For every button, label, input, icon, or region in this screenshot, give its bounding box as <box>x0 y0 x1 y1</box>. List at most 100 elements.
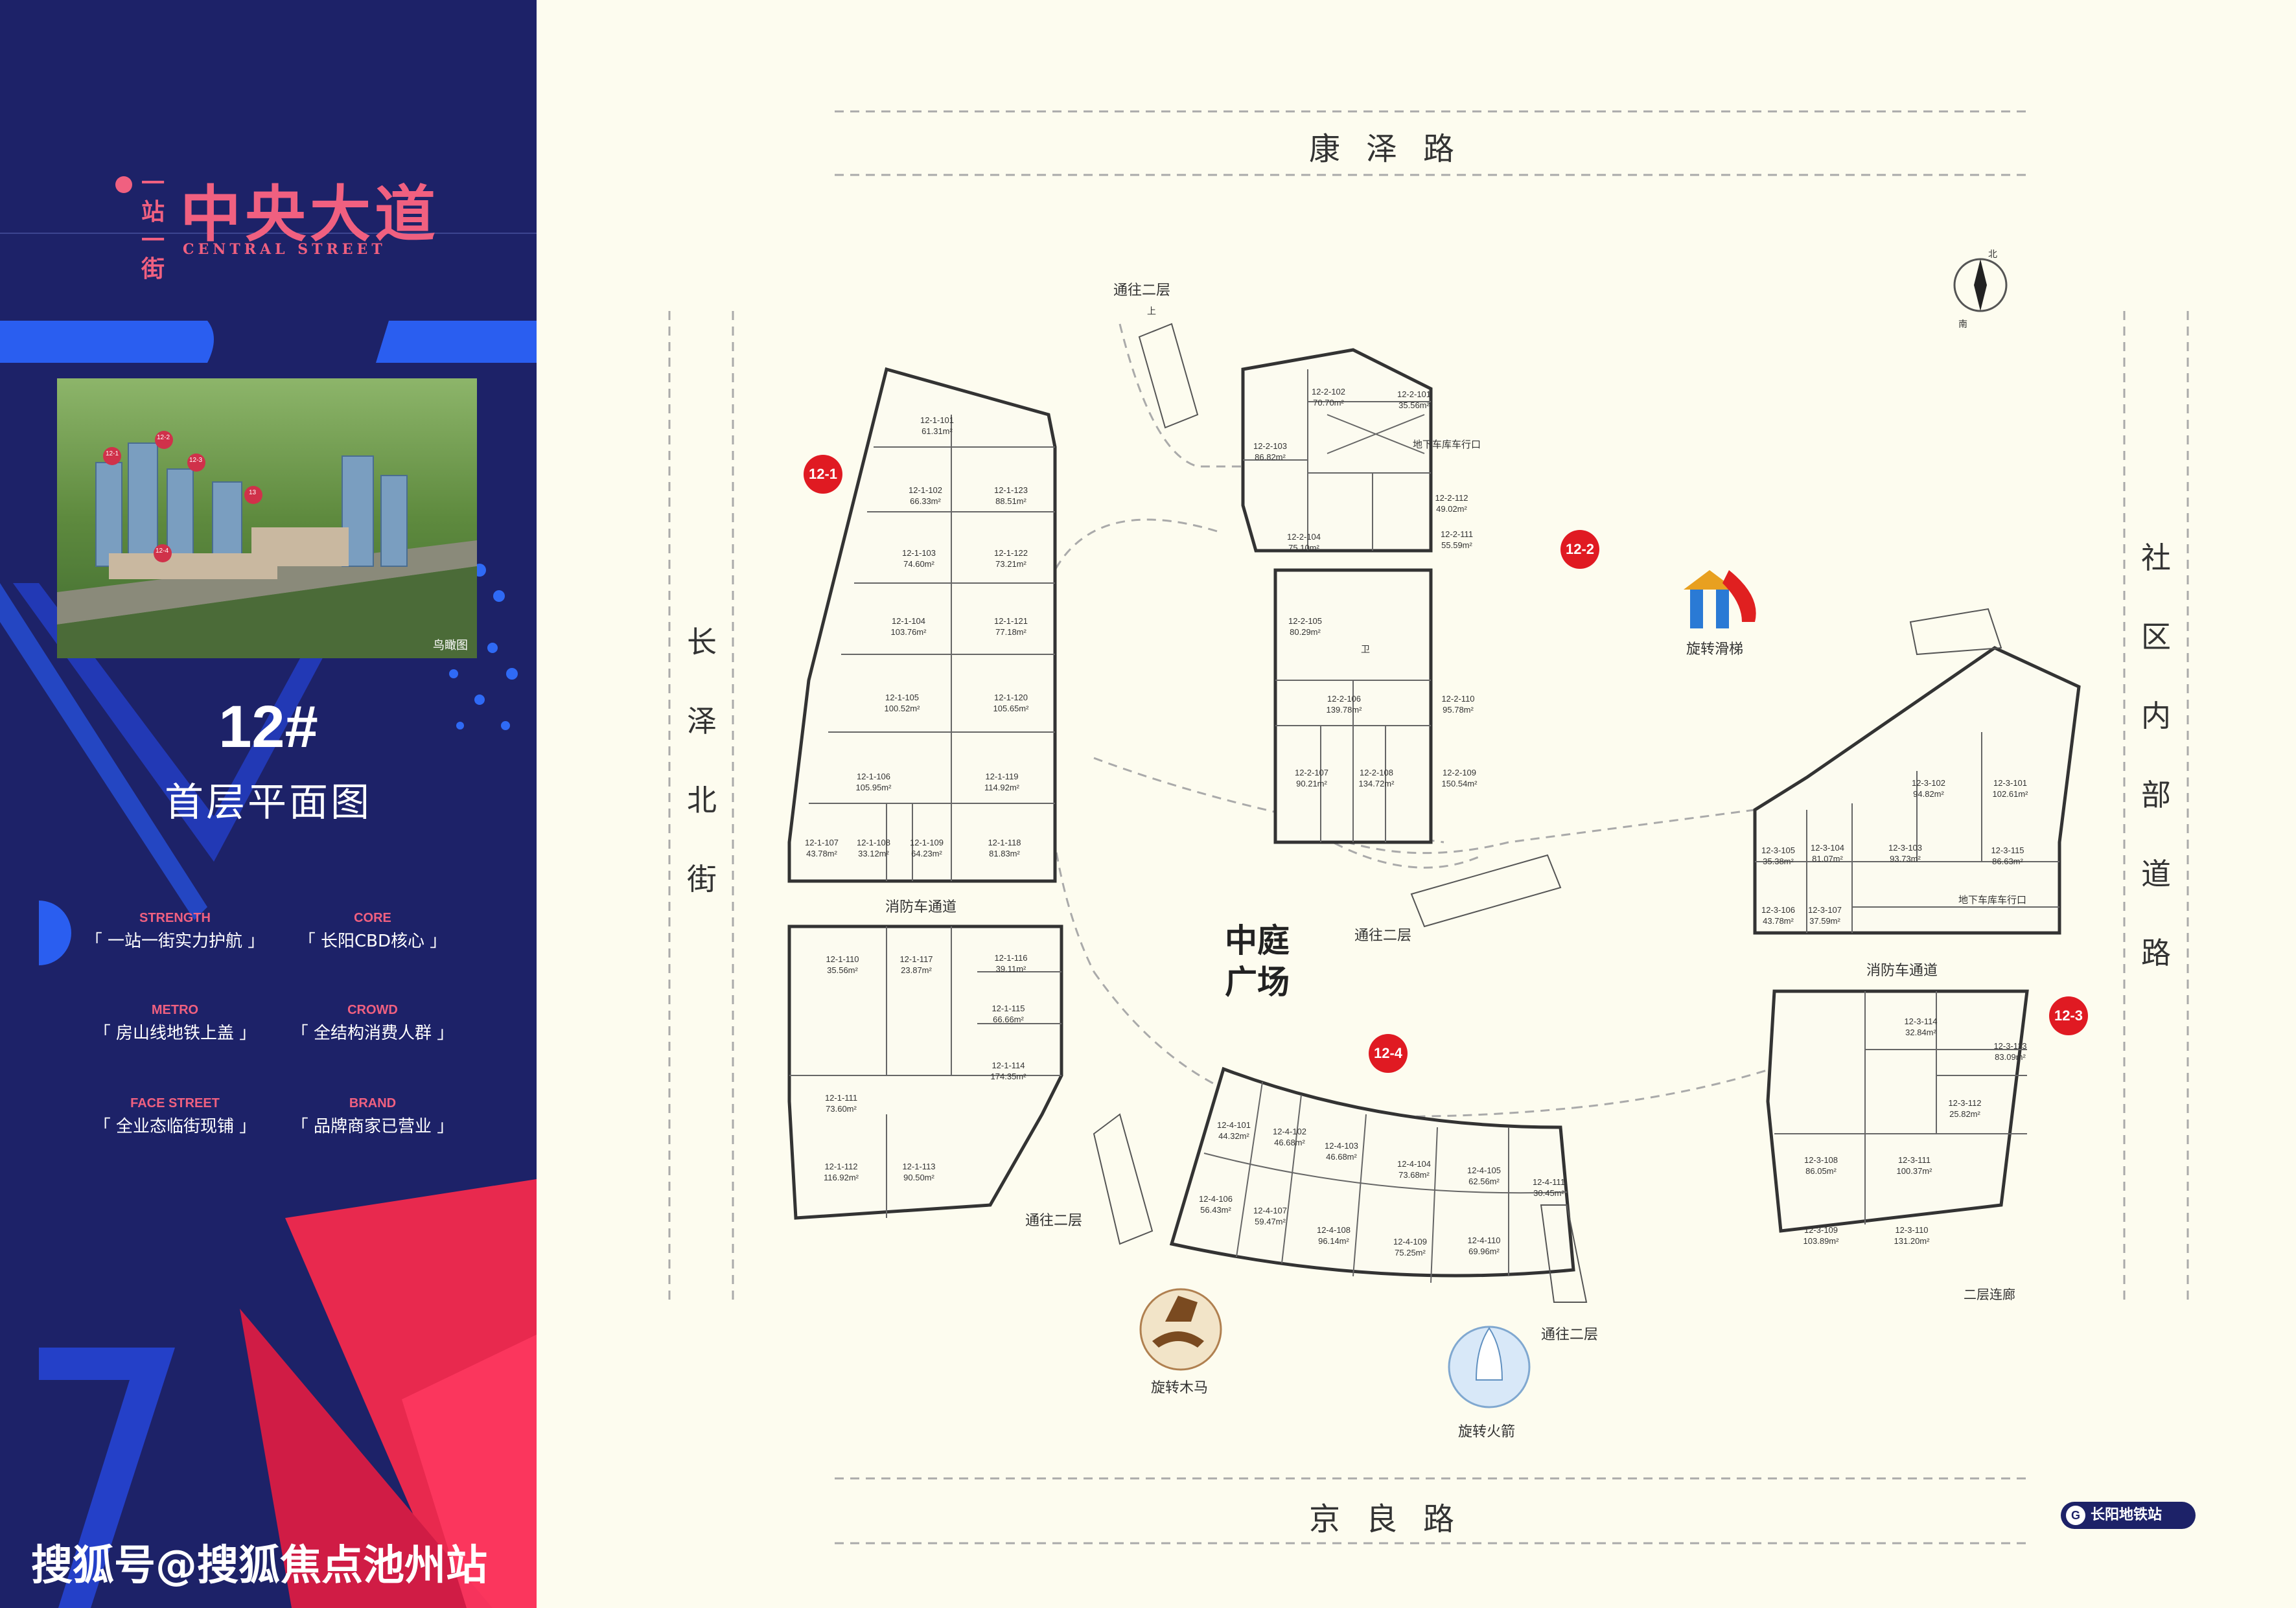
compass-north: 北 <box>1988 249 1997 260</box>
unit-12-1-109[interactable]: 12-1-109 64.23m² <box>881 837 972 859</box>
unit-id: 12-4-107 <box>1253 1206 1288 1215</box>
unit-area: 43.78m² <box>1763 916 1794 926</box>
marker-12-1[interactable]: 12-1 <box>804 455 842 494</box>
aerial-tag-13: 13 <box>249 489 257 496</box>
unit-12-4-107[interactable]: 12-4-107 59.47m² <box>1225 1205 1316 1227</box>
unit-id: 12-2-106 <box>1327 694 1362 704</box>
toilet-label: 卫 <box>1361 645 1370 655</box>
aerial-caption: 鸟瞰图 <box>433 639 468 652</box>
unit-area: 95.78m² <box>1443 705 1474 715</box>
unit-area: 64.23m² <box>911 849 942 858</box>
metro-icon: G <box>2066 1506 2085 1525</box>
compass-south: 南 <box>1958 319 1967 330</box>
sidebar-panel: 一站 一街 中央大道 CENTRAL STREET <box>0 0 537 1608</box>
unit-id: 12-1-108 <box>856 838 891 847</box>
unit-area: 59.47m² <box>1255 1217 1286 1226</box>
unit-area: 55.59m² <box>1441 540 1472 550</box>
unit-area: 100.37m² <box>1896 1166 1932 1176</box>
unit-area: 103.76m² <box>890 627 927 637</box>
unit-id: 12-1-107 <box>804 838 839 847</box>
feature-face-street-cn: 「 全业态临街现铺 」 <box>93 1117 257 1136</box>
feature-metro-cn: 「 房山线地铁上盖 」 <box>93 1024 257 1043</box>
unit-id: 12-1-116 <box>994 953 1028 963</box>
label-fire-lane-a: 消防车通道 <box>885 899 957 915</box>
unit-id: 12-1-120 <box>993 693 1028 702</box>
marker-12-3[interactable]: 12-3 <box>2049 996 2088 1035</box>
unit-id: 12-1-109 <box>909 838 944 847</box>
unit-area: 46.68m² <box>1326 1152 1357 1162</box>
unit-area: 114.92m² <box>984 783 1019 792</box>
unit-area: 49.02m² <box>1436 504 1467 514</box>
aerial-tag-12-3: 12-3 <box>189 457 203 464</box>
unit-id: 12-1-117 <box>899 954 933 964</box>
road-top: 康泽路 <box>1309 131 1481 167</box>
marker-12-2[interactable]: 12-2 <box>1560 530 1599 569</box>
unit-id: 12-4-101 <box>1216 1120 1251 1130</box>
unit-id: 12-3-112 <box>1948 1098 1982 1108</box>
marker-12-4[interactable]: 12-4 <box>1369 1034 1408 1073</box>
unit-id: 12-3-102 <box>1911 778 1946 788</box>
unit-id: 12-1-104 <box>891 616 926 626</box>
unit-area: 66.33m² <box>910 496 941 506</box>
